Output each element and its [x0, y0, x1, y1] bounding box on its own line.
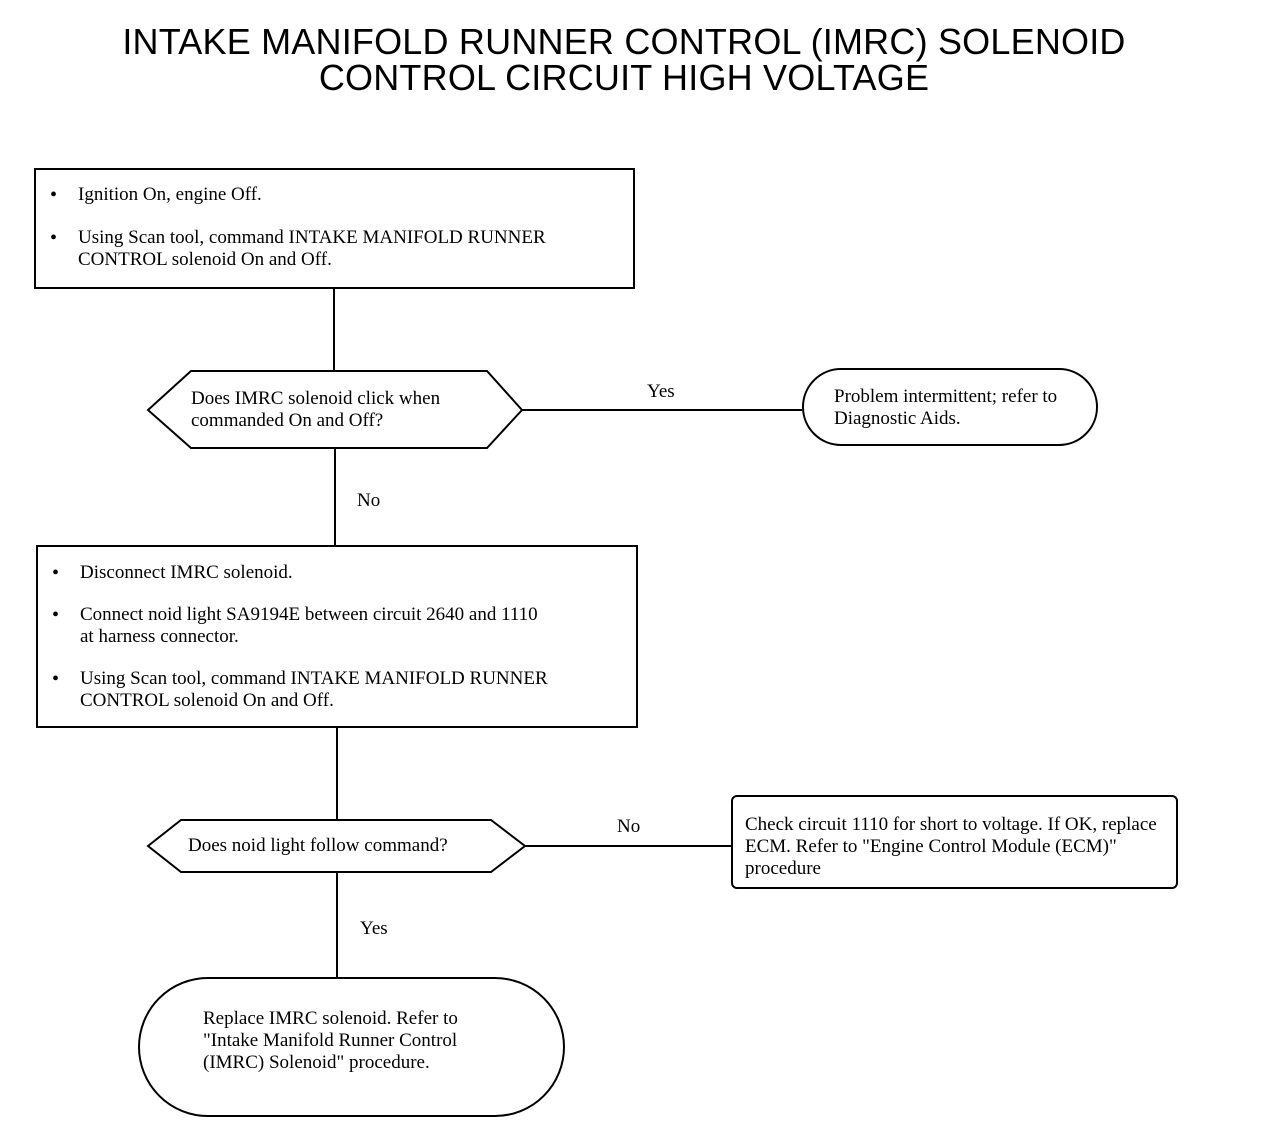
step2-item: Disconnect IMRC solenoid.: [38, 562, 636, 584]
step2-box: Disconnect IMRC solenoid. Connect noid l…: [36, 545, 638, 728]
result1-box: Problem intermittent; refer to Diagnosti…: [802, 368, 1098, 446]
decision2-yes-label: Yes: [360, 918, 388, 939]
decision1-text: Does IMRC solenoid click when commanded …: [191, 388, 441, 431]
step1-box: Ignition On, engine Off. Using Scan tool…: [34, 168, 635, 289]
step2-item: Using Scan tool, command INTAKE MANIFOLD…: [38, 668, 636, 712]
result1-text: Problem intermittent; refer to Diagnosti…: [834, 386, 1058, 429]
decision1-shape: [146, 370, 524, 449]
page-title-line-2: CONTROL CIRCUIT HIGH VOLTAGE: [318, 57, 930, 98]
result3-box: Replace IMRC solenoid. Refer to "Intake …: [138, 977, 565, 1117]
result2-text: Check circuit 1110 for short to voltage.…: [745, 814, 1157, 879]
decision2-shape: [146, 819, 527, 873]
page-title: INTAKE MANIFOLD RUNNER CONTROL (IMRC) SO…: [122, 21, 1126, 62]
decision2-no-label: No: [617, 816, 641, 837]
decision1-no-label: No: [357, 490, 381, 511]
step1-item: Ignition On, engine Off.: [36, 184, 633, 206]
result3-text: Replace IMRC solenoid. Refer to "Intake …: [203, 1008, 458, 1073]
step2-item: Connect noid light SA9194E between circu…: [38, 604, 550, 648]
result2-box: Check circuit 1110 for short to voltage.…: [731, 795, 1178, 889]
decision2-text: Does noid light follow command?: [188, 835, 448, 856]
step1-item: Using Scan tool, command INTAKE MANIFOLD…: [36, 227, 633, 271]
decision1-yes-label: Yes: [647, 381, 675, 402]
